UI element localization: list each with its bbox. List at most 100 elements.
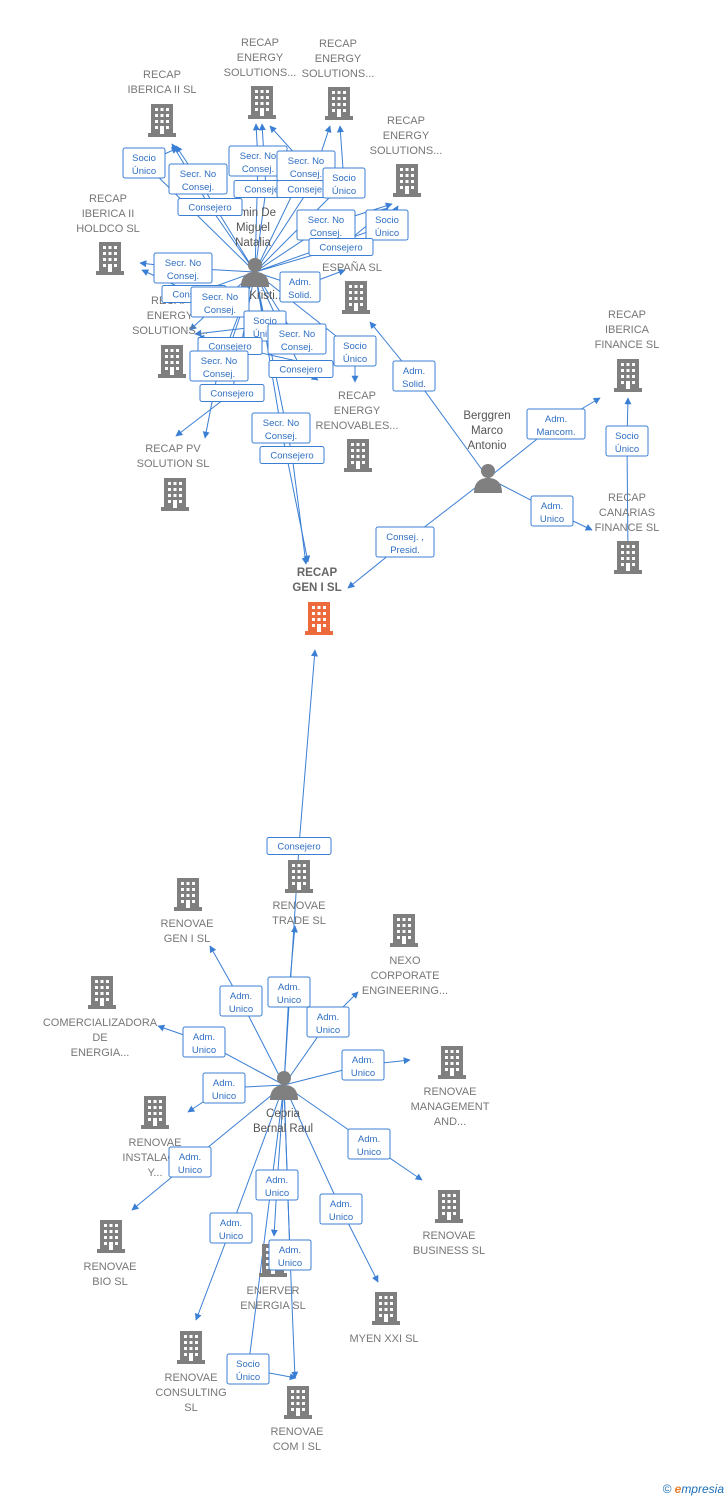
- edge-label-text: Unico: [278, 1258, 302, 1269]
- node-recap_espana[interactable]: ESPAÑA SL: [322, 261, 382, 314]
- copyright: © empresia: [662, 1482, 724, 1496]
- building-icon: [614, 541, 642, 574]
- node-recap_energy2[interactable]: RECAPENERGYSOLUTIONS...: [302, 38, 375, 120]
- node-label: FINANCE SL: [595, 339, 660, 351]
- edge-label-text: Adm.: [213, 1078, 235, 1089]
- edge-label-text: Unico: [265, 1188, 289, 1199]
- edge-label[interactable]: Adm.Unico: [267, 976, 311, 1008]
- edge-label[interactable]: Adm.Unico: [306, 1006, 350, 1038]
- edge-label[interactable]: Adm.Unico: [168, 1146, 212, 1178]
- copyright-symbol: ©: [662, 1482, 672, 1496]
- edge-label-text: Socio: [375, 215, 399, 226]
- edge-label[interactable]: Consejero: [199, 384, 265, 402]
- edge-label[interactable]: Adm.Unico: [255, 1169, 299, 1201]
- node-p_kristi[interactable]: ...Kristi...: [240, 258, 285, 302]
- edge-label-text: Solid.: [402, 379, 426, 390]
- edge-label-box: [365, 209, 409, 241]
- building-icon: [88, 976, 116, 1009]
- edge-label[interactable]: Adm.Unico: [182, 1026, 226, 1058]
- edge-label-text: Secr. No: [279, 329, 315, 340]
- edge-label-box: [168, 163, 228, 195]
- edge-label[interactable]: Consej. ,Presid.: [375, 526, 435, 558]
- node-label: SOLUTION SL: [137, 458, 210, 470]
- edge-label-box: [268, 360, 334, 378]
- node-label: TRADE SL: [272, 915, 326, 927]
- node-recap_energy3[interactable]: RECAPENERGYSOLUTIONS...: [370, 115, 443, 197]
- edge-label-text: Consej.: [281, 342, 313, 353]
- node-label: BIO SL: [92, 1276, 127, 1288]
- node-comercializadora[interactable]: COMERCIALIZADORADEENERGIA...: [43, 976, 158, 1059]
- node-nexo[interactable]: NEXOCORPORATEENGINEERING...: [362, 914, 448, 997]
- node-label: ENERGY: [334, 405, 381, 417]
- edge-label-text: Consejero: [210, 389, 253, 400]
- edge-label[interactable]: Adm.Unico: [219, 985, 263, 1017]
- edge-label[interactable]: Adm.Unico: [319, 1193, 363, 1225]
- edge-label[interactable]: Consejero: [268, 360, 334, 378]
- edge-label-box: [209, 1212, 253, 1244]
- edge-label-text: Consej.: [242, 164, 274, 175]
- node-myen[interactable]: MYEN XXI SL: [349, 1292, 419, 1345]
- node-renovae_bio[interactable]: RENOVAE BIO SL: [84, 1220, 137, 1288]
- node-recap_energy1[interactable]: RECAPENERGYSOLUTIONS...: [224, 37, 297, 119]
- node-label: BUSINESS SL: [413, 1245, 485, 1257]
- edge-label[interactable]: Adm.Unico: [268, 1239, 312, 1271]
- edge-label[interactable]: Adm.Mancom.: [526, 408, 586, 440]
- edge-label[interactable]: Secr. No Consej.: [267, 323, 327, 355]
- edge-label[interactable]: Consejero: [308, 238, 374, 256]
- edge-label[interactable]: Consejero: [177, 198, 243, 216]
- edge-label[interactable]: Adm.Unico: [341, 1049, 385, 1081]
- edge-label[interactable]: Adm.Solid.: [392, 360, 436, 392]
- edge-label-text: Unico: [540, 514, 564, 525]
- edge-label[interactable]: Consejero: [266, 837, 332, 855]
- edge-label[interactable]: Adm.Unico: [209, 1212, 253, 1244]
- edge-label-box: [251, 412, 311, 444]
- edge-label-text: Adm.: [545, 414, 567, 425]
- edge-label[interactable]: Adm.Solid.: [279, 271, 321, 303]
- node-label: RENOVAE: [84, 1261, 137, 1273]
- edge-label[interactable]: Adm.Unico: [347, 1128, 391, 1160]
- edge-label-box: [267, 323, 327, 355]
- edge-label-text: Adm.: [330, 1199, 352, 1210]
- edge-label-text: Consej. ,: [386, 532, 424, 543]
- node-recap_renovables[interactable]: RECAPENERGYRENOVABLES...: [316, 390, 399, 472]
- node-renovae_mgmt[interactable]: RENOVAEMANAGEMENTAND...: [411, 1046, 490, 1128]
- edge-label-text: Unico: [351, 1068, 375, 1079]
- edge-label[interactable]: Adm.Unico: [202, 1072, 246, 1104]
- node-label: ESPAÑA SL: [322, 261, 382, 274]
- edge-label-text: Secr. No: [202, 292, 238, 303]
- edge-label[interactable]: Consejero: [259, 446, 325, 464]
- edge-label-text: Adm.: [193, 1032, 215, 1043]
- edge-label[interactable]: Adm.Unico: [530, 495, 574, 527]
- building-icon: [148, 104, 176, 137]
- node-label: RECAP: [387, 115, 425, 127]
- brand-logo-rest: mpresia: [681, 1482, 724, 1496]
- node-label: Berggren: [463, 410, 510, 422]
